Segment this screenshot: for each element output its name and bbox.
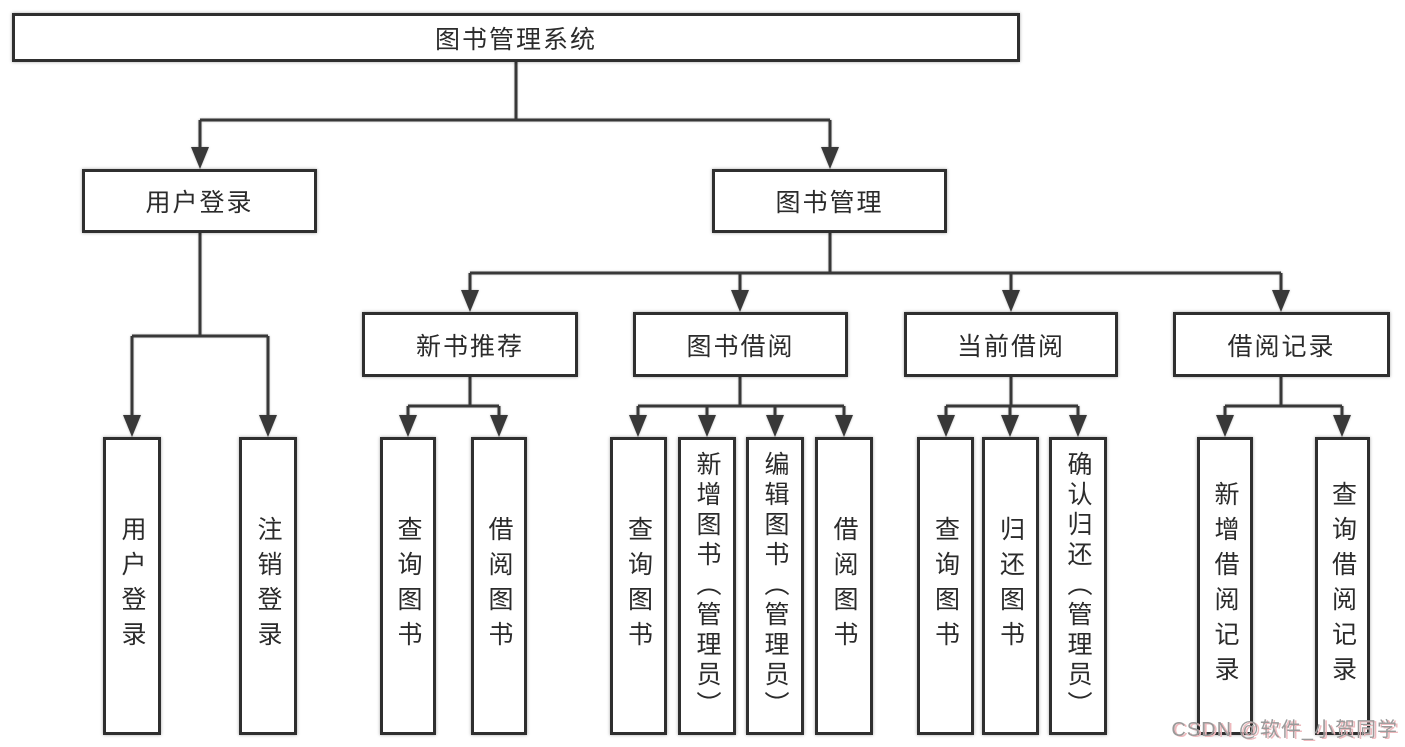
arrowheads <box>123 147 1351 437</box>
node-label: 借阅图书 <box>830 516 858 656</box>
node-label: 用户登录 <box>145 189 254 217</box>
connector-borrowrecord-to-leaves <box>1223 377 1344 415</box>
arrowhead-icon <box>937 415 955 437</box>
node-label: 归还图书 <box>996 516 1025 656</box>
arrowhead-icon <box>835 415 853 437</box>
node-label: 用户登录 <box>118 516 146 656</box>
leaf-borrow-book-1: 借阅图书 <box>471 437 527 735</box>
node-label: 新书推荐 <box>415 332 524 361</box>
node-label: 借阅记录 <box>1227 332 1336 361</box>
node-book-borrowing: 图书借阅 <box>633 312 848 377</box>
leaf-user-login: 用户登录 <box>103 437 161 735</box>
node-label: 借阅图书 <box>485 516 513 656</box>
node-user-login: 用户登录 <box>82 169 317 233</box>
node-label: 图书管理 <box>775 189 884 217</box>
node-label: 查询图书 <box>624 516 653 656</box>
arrowhead-icon <box>490 415 508 437</box>
connector-bookborrow-to-leaves <box>636 377 846 415</box>
leaf-query-borrow-record: 查询借阅记录 <box>1315 437 1370 735</box>
node-label: 新增图书（管理员） <box>693 451 721 721</box>
arrowhead-icon <box>629 415 647 437</box>
arrowhead-icon <box>1272 290 1290 312</box>
node-current-borrowing: 当前借阅 <box>904 312 1118 377</box>
arrowhead-icon <box>1216 415 1234 437</box>
arrowhead-icon <box>1001 415 1019 437</box>
connector-newbook-to-leaves <box>406 377 501 415</box>
leaf-edit-book-admin: 编辑图书（管理员） <box>746 437 804 735</box>
connector-bookmgmt-to-level3 <box>468 233 1283 290</box>
node-label: 新增借阅记录 <box>1211 481 1239 691</box>
leaf-return-book: 归还图书 <box>982 437 1039 735</box>
node-label: 当前借阅 <box>956 332 1065 361</box>
node-label: 图书借阅 <box>686 332 795 361</box>
node-label: 查询图书 <box>931 516 960 656</box>
connector-root-to-level2 <box>198 62 832 147</box>
leaf-query-book-3: 查询图书 <box>917 437 974 735</box>
connector-userlogin-to-leaves <box>130 233 270 415</box>
arrowhead-icon <box>191 147 209 169</box>
leaf-add-borrow-record: 新增借阅记录 <box>1197 437 1253 735</box>
leaf-borrow-book-2: 借阅图书 <box>815 437 873 735</box>
leaf-query-book-2: 查询图书 <box>610 437 667 735</box>
node-label: 图书管理系统 <box>434 25 597 54</box>
leaf-logout: 注销登录 <box>239 437 297 735</box>
connector-currentborrow-to-leaves <box>944 377 1080 415</box>
node-label: 查询图书 <box>394 516 422 656</box>
node-label: 编辑图书（管理员） <box>761 451 789 721</box>
node-book-management: 图书管理 <box>712 169 947 233</box>
arrowhead-icon <box>1333 415 1351 437</box>
arrowhead-icon <box>821 147 839 169</box>
node-label: 注销登录 <box>254 516 282 656</box>
arrowhead-icon <box>1069 415 1087 437</box>
node-borrowing-records: 借阅记录 <box>1173 312 1390 377</box>
node-root-library-system: 图书管理系统 <box>12 13 1020 62</box>
arrowhead-icon <box>461 290 479 312</box>
arrowhead-icon <box>399 415 417 437</box>
arrowhead-icon <box>123 415 141 437</box>
leaf-add-book-admin: 新增图书（管理员） <box>678 437 736 735</box>
leaf-confirm-return-admin: 确认归还（管理员） <box>1049 437 1107 735</box>
node-label: 查询借阅记录 <box>1328 481 1357 691</box>
csdn-watermark: CSDN @软件_小贺同学 <box>1171 719 1398 741</box>
node-label: 确认归还（管理员） <box>1064 451 1092 721</box>
leaf-query-book-1: 查询图书 <box>380 437 436 735</box>
arrowhead-icon <box>766 415 784 437</box>
node-new-book-recommend: 新书推荐 <box>362 312 578 377</box>
arrowhead-icon <box>259 415 277 437</box>
arrowhead-icon <box>698 415 716 437</box>
arrowhead-icon <box>1002 290 1020 312</box>
arrowhead-icon <box>731 290 749 312</box>
